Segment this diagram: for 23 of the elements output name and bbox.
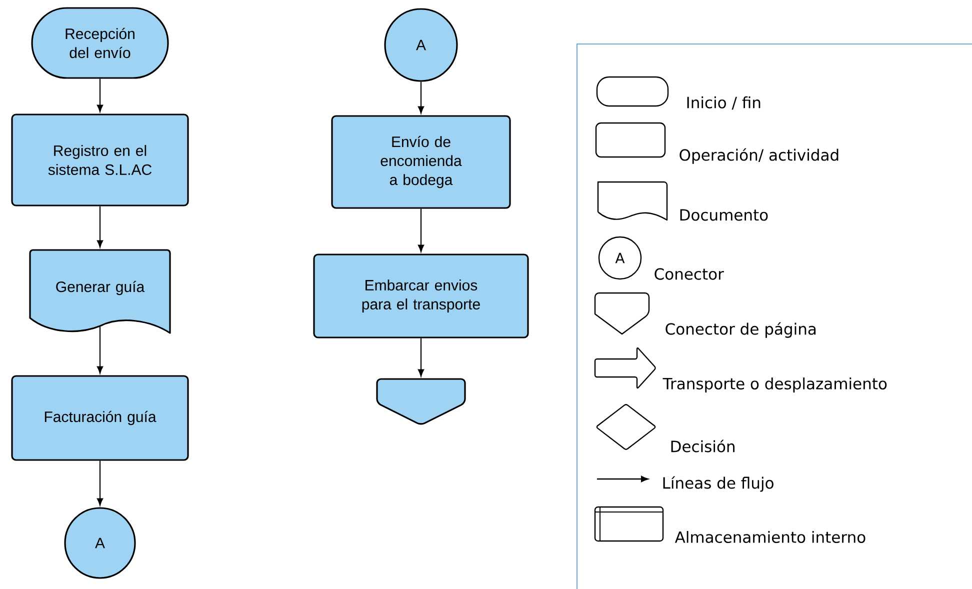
terminal-box: Recepción del envío: [31, 7, 169, 79]
arrow: [418, 82, 424, 114]
legend-label: Inicio / fin: [687, 96, 760, 110]
arrow: [96, 78, 104, 112]
legend-label: Almacenamiento interno: [674, 531, 866, 543]
legend-label: Decisión: [671, 440, 734, 452]
legend-label: Conector de página: [666, 322, 816, 338]
arrow: [418, 338, 424, 377]
legend-label: Líneas de flujo: [663, 476, 774, 492]
process-box: Embarcar envios para el transporte: [313, 254, 529, 338]
legend-label: Operación/ actividad: [680, 148, 838, 164]
legend-label: Conector: [654, 268, 724, 280]
process-box: Registro en el sistema S.L.AC: [11, 114, 189, 206]
process-box: Facturación guía: [11, 375, 189, 461]
arrow: [96, 326, 104, 374]
legend-label: Transporte o desplazamiento: [662, 378, 887, 392]
legend-label: Documento: [680, 209, 768, 221]
off-page-connector: [376, 378, 466, 425]
legend-connector-drawing: A: [598, 236, 642, 280]
arrow: [96, 460, 104, 506]
arrow: [96, 206, 104, 248]
process-box: Envío de encomienda a bodega: [331, 115, 511, 209]
arrow: [418, 208, 424, 252]
